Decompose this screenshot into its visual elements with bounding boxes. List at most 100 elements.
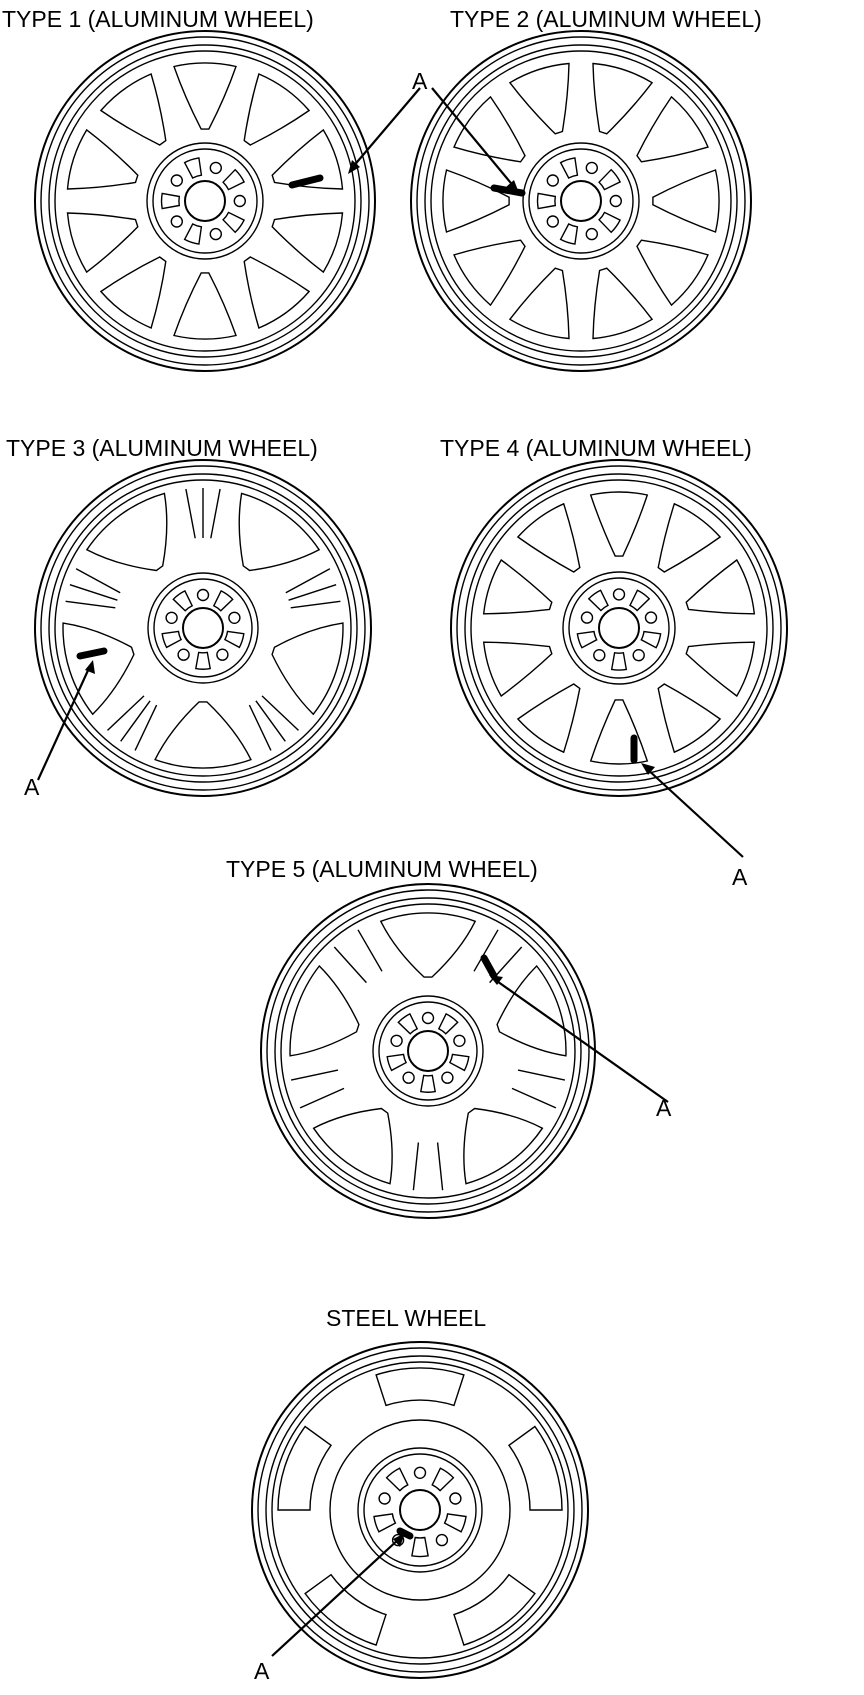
hub-pocket bbox=[385, 1467, 409, 1492]
arrowhead-type2 bbox=[506, 180, 519, 193]
spoke-slot bbox=[511, 1087, 557, 1109]
center-bore bbox=[399, 1489, 441, 1531]
spoke-window bbox=[636, 239, 709, 307]
lug-hole bbox=[593, 649, 606, 662]
spoke-slot bbox=[333, 946, 367, 984]
spoke-window bbox=[85, 492, 168, 572]
spoke-window bbox=[173, 272, 237, 340]
rim-outer bbox=[34, 30, 376, 372]
arrowhead-steel bbox=[393, 1533, 405, 1547]
hub-inner bbox=[152, 148, 258, 254]
spoke-slot bbox=[299, 1087, 345, 1109]
wheel-steel bbox=[251, 1341, 589, 1679]
wheel-type2 bbox=[410, 30, 752, 372]
spoke-window bbox=[657, 502, 722, 573]
spoke-window bbox=[685, 641, 756, 698]
spoke-window bbox=[289, 964, 360, 1057]
rim-inner bbox=[265, 1355, 575, 1665]
spoke-window bbox=[173, 62, 237, 130]
marker-a bbox=[396, 1527, 414, 1540]
hub-pocket bbox=[587, 589, 609, 612]
label-steel: STEEL WHEEL bbox=[326, 1305, 487, 1331]
spoke-slot bbox=[288, 584, 337, 601]
hub-pocket bbox=[194, 651, 212, 670]
spoke-window bbox=[271, 622, 344, 716]
marker-a bbox=[288, 174, 324, 189]
rim-outer bbox=[450, 459, 788, 797]
center-bore bbox=[184, 180, 226, 222]
leader-type5 bbox=[493, 978, 669, 1103]
spoke-slot bbox=[290, 600, 341, 609]
spoke-window bbox=[589, 699, 649, 765]
spoke-window bbox=[463, 1107, 544, 1185]
wheel-type4 bbox=[450, 459, 788, 797]
spoke-slot bbox=[285, 568, 331, 594]
vent-hole bbox=[453, 1573, 536, 1646]
spoke-window bbox=[589, 491, 649, 557]
vent-hole bbox=[508, 1425, 563, 1511]
lug-hole bbox=[170, 215, 184, 228]
spoke-window bbox=[66, 128, 139, 190]
marker-a bbox=[480, 954, 498, 980]
wheel-type3 bbox=[34, 459, 372, 797]
hub-pocket bbox=[411, 1536, 429, 1558]
hub-pocket bbox=[386, 1053, 408, 1072]
lug-hole bbox=[453, 1034, 466, 1048]
center-bore bbox=[598, 607, 640, 649]
lug-hole bbox=[612, 588, 626, 601]
hub-face bbox=[522, 142, 640, 260]
lug-hole bbox=[585, 227, 598, 241]
spoke-window bbox=[154, 701, 252, 769]
spoke-window bbox=[243, 256, 311, 329]
spoke-slot bbox=[248, 704, 272, 751]
center-bore bbox=[560, 180, 602, 222]
lug-hole bbox=[216, 648, 229, 661]
spoke-window bbox=[453, 95, 526, 163]
rim-lip bbox=[40, 465, 366, 791]
center-bore bbox=[182, 607, 224, 649]
wheel-type1 bbox=[34, 30, 376, 372]
spoke-slot bbox=[134, 704, 158, 751]
spoke-window bbox=[652, 169, 720, 233]
label-type1: TYPE 1 (ALUMINUM WHEEL) bbox=[2, 6, 314, 32]
hub-pocket bbox=[576, 630, 598, 649]
spoke-slot bbox=[75, 568, 121, 594]
spoke-slot bbox=[69, 584, 118, 601]
lug-hole bbox=[196, 588, 210, 602]
vent-hole bbox=[304, 1573, 387, 1646]
spoke-window bbox=[685, 558, 756, 615]
rim-lip bbox=[257, 1347, 583, 1673]
marker-a bbox=[76, 647, 108, 660]
spoke-window bbox=[271, 212, 344, 274]
spoke-slot bbox=[185, 488, 196, 539]
lug-hole bbox=[170, 174, 184, 187]
callout-a-type3: A bbox=[24, 774, 40, 800]
hub-pocket bbox=[431, 1467, 455, 1492]
hub-pocket bbox=[443, 1513, 467, 1533]
lug-hole bbox=[585, 161, 598, 175]
hub-face bbox=[372, 995, 484, 1107]
hub-pocket bbox=[172, 589, 194, 612]
hub-pocket bbox=[610, 651, 628, 671]
rim-inner bbox=[48, 44, 362, 358]
label-type5: TYPE 5 (ALUMINUM WHEEL) bbox=[226, 856, 538, 882]
leader-type1 bbox=[351, 87, 421, 169]
leader-type4 bbox=[645, 767, 744, 858]
spoke-window bbox=[592, 62, 654, 135]
hub-inner bbox=[528, 148, 634, 254]
hub-pocket bbox=[160, 192, 181, 210]
hub-pocket bbox=[373, 1513, 397, 1533]
spoke-slot bbox=[255, 700, 286, 742]
hub-inner bbox=[568, 577, 670, 679]
lug-hole bbox=[391, 1533, 405, 1547]
spoke-window bbox=[508, 267, 570, 340]
hub-pocket bbox=[437, 1012, 459, 1035]
spoke-window bbox=[99, 256, 167, 329]
arrowhead-type4 bbox=[641, 763, 655, 775]
spoke-window bbox=[62, 622, 135, 716]
spoke-window bbox=[99, 73, 167, 146]
rim-outer bbox=[34, 459, 372, 797]
hub-face bbox=[146, 142, 264, 260]
rim-inner bbox=[464, 473, 774, 783]
rim-inner bbox=[424, 44, 738, 358]
